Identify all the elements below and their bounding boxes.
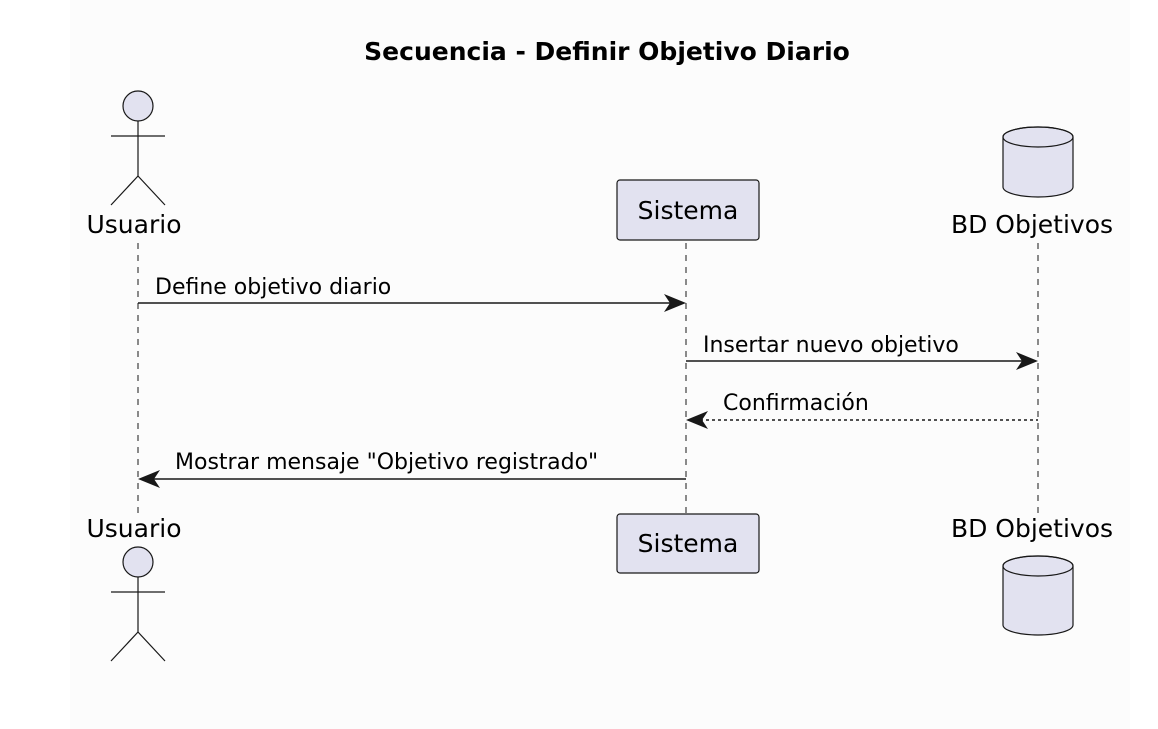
diagram-title: Secuencia - Definir Objetivo Diario	[364, 37, 850, 66]
arrow-right-icon	[664, 294, 686, 312]
participant-label-usuario: Usuario	[86, 210, 181, 239]
database-bd-objetivos-bottom: BD Objetivos	[951, 514, 1113, 636]
arrow-right-icon	[1016, 352, 1038, 370]
participant-label-usuario: Usuario	[86, 514, 181, 543]
database-bd-objetivos-top: BD Objetivos	[951, 126, 1113, 239]
actor-figure-icon	[110, 546, 166, 662]
participant-sistema-top: Sistema	[616, 179, 760, 241]
database-cylinder-icon	[1002, 555, 1074, 636]
participant-label-sistema: Sistema	[638, 529, 739, 558]
message-confirmacion: Confirmación	[686, 391, 1038, 429]
participant-sistema-bottom: Sistema	[616, 513, 760, 574]
actor-usuario-top: Usuario	[86, 90, 182, 239]
arrow-left-icon	[138, 470, 160, 488]
message-mostrar-mensaje: Mostrar mensaje "Objetivo registrado"	[138, 450, 686, 488]
diagram-canvas	[70, 0, 1130, 729]
message-label: Mostrar mensaje "Objetivo registrado"	[175, 450, 598, 475]
message-label: Define objetivo diario	[155, 275, 391, 300]
message-insertar-objetivo: Insertar nuevo objetivo	[686, 333, 1038, 370]
database-cylinder-icon	[1002, 126, 1074, 198]
arrow-left-icon	[686, 411, 708, 429]
message-label: Confirmación	[723, 391, 869, 416]
participant-label-bd-objetivos: BD Objetivos	[951, 210, 1113, 239]
actor-figure-icon	[110, 90, 166, 206]
participant-label-sistema: Sistema	[638, 196, 739, 225]
message-define-objetivo: Define objetivo diario	[138, 275, 686, 312]
participant-label-bd-objetivos: BD Objetivos	[951, 514, 1113, 543]
message-label: Insertar nuevo objetivo	[703, 333, 959, 358]
actor-usuario-bottom: Usuario	[86, 514, 182, 662]
